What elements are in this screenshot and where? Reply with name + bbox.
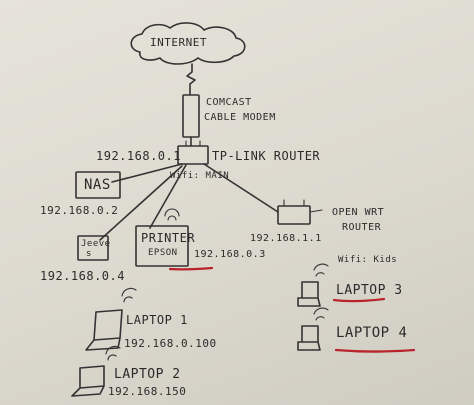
laptop1-ip: 192.168.0.100 (124, 337, 217, 350)
printer-box (135, 225, 189, 267)
router-openwrt-link (203, 163, 279, 213)
router-nas-link (111, 163, 183, 183)
openwrt-box (277, 205, 311, 225)
laptop2-label: LAPTOP 2 (114, 367, 181, 382)
laptop4-underline (334, 348, 416, 353)
openwrt-antenna (283, 199, 305, 207)
nas-ip: 192.168.0.2 (40, 204, 119, 217)
laptop1-label: LAPTOP 1 (126, 313, 188, 327)
router-printer-link (149, 164, 187, 229)
printer-wifi-icon (164, 208, 180, 221)
laptop4-label: LAPTOP 4 (336, 325, 408, 341)
laptop2-drawing (71, 365, 105, 397)
openwrt-label-line2: ROUTER (342, 222, 382, 233)
openwrt-ip: 192.168.1.1 (250, 233, 322, 244)
laptop2-wifi-icon (105, 345, 121, 361)
nas-box (75, 171, 121, 199)
modem-label-line2: CABLE MODEM (204, 112, 276, 123)
router-box (177, 145, 209, 165)
laptop1-wifi-icon (121, 287, 137, 303)
jeeve-label-line2: s (86, 249, 92, 259)
printer-ip: 192.168.0.3 (194, 249, 266, 260)
printer-label-line2: EPSON (148, 248, 178, 258)
laptop2-ip: 192.168.150 (108, 385, 187, 398)
router-wifi-label: Wifi: MAIN (170, 171, 230, 181)
openwrt-wifi-label: Wifi: Kids (338, 255, 398, 265)
router-label: TP-LINK ROUTER (212, 149, 321, 163)
openwrt-label-line1: OPEN WRT (332, 207, 385, 218)
laptop4-wifi-icon (313, 307, 329, 321)
jeeve-label-line1: Jeeve (81, 239, 111, 249)
internet-label: INTERNET (150, 36, 207, 49)
laptop4-drawing (297, 325, 321, 351)
printer-underline (168, 266, 214, 271)
laptop3-underline (332, 297, 386, 303)
router-jeeve-link (99, 165, 183, 241)
jeeve-ip: 192.168.0.4 (40, 269, 125, 283)
laptop3-label: LAPTOP 3 (336, 283, 403, 298)
laptop1-drawing (85, 309, 123, 351)
printer-label-line1: PRINTER (141, 231, 196, 245)
nas-label: NAS (84, 177, 111, 193)
router-ip: 192.168.0.1 (96, 149, 181, 163)
router-antenna (185, 140, 201, 147)
jeeve-box (77, 235, 109, 261)
laptop3-wifi-icon (313, 263, 329, 277)
internet-modem-link (186, 63, 196, 95)
modem-label-line1: COMCAST (206, 97, 252, 108)
laptop3-drawing (297, 281, 321, 307)
modem-box (182, 94, 200, 138)
internet-cloud (130, 22, 246, 65)
openwrt-link-tick (309, 209, 323, 213)
